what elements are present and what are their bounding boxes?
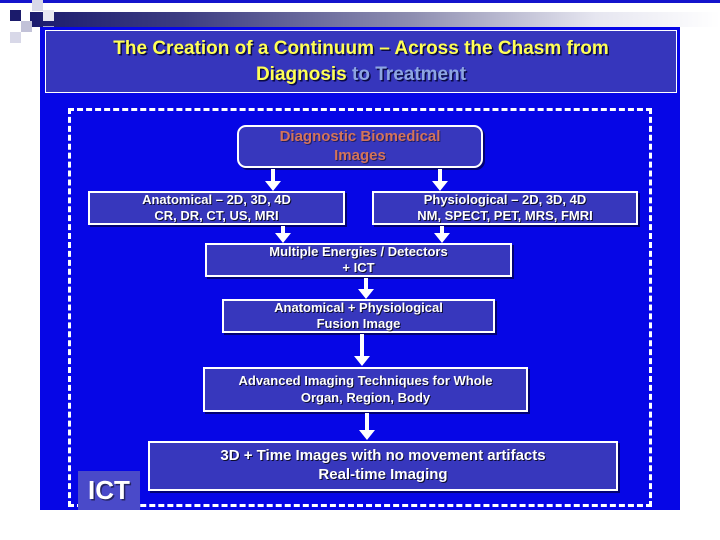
box-physiological-line1: Physiological – 2D, 3D, 4D <box>423 191 587 207</box>
box-diagnostic-images: Diagnostic Biomedical Images <box>237 125 483 168</box>
box-time-line2: Real-time Imaging <box>318 466 448 483</box>
top-accent-line <box>0 0 720 3</box>
title-line-1: The Creation of a Continuum – Across the… <box>113 38 609 60</box>
mosaic-square <box>21 21 32 32</box>
down-arrow <box>275 226 291 243</box>
down-arrow <box>359 413 375 440</box>
box-physiological: Physiological – 2D, 3D, 4D NM, SPECT, PE… <box>372 191 638 225</box>
mosaic-square <box>10 10 21 21</box>
box-multiple-line2: + ICT <box>342 260 375 275</box>
box-diagnostic-line1: Diagnostic Biomedical <box>279 127 441 145</box>
box-multiple-line1: Multiple Energies / Detectors <box>269 243 448 259</box>
box-physiological-line2: NM, SPECT, PET, MRS, FMRI <box>417 208 593 223</box>
box-fusion-line1: Anatomical + Physiological <box>274 299 443 315</box>
box-anatomical-line1: Anatomical – 2D, 3D, 4D <box>142 191 291 207</box>
box-fusion-image: Anatomical + Physiological Fusion Image <box>222 299 495 333</box>
down-arrow <box>432 169 448 191</box>
box-advanced-line1: Advanced Imaging Techniques for Whole <box>238 373 493 389</box>
box-advanced-line2: Organ, Region, Body <box>300 389 431 405</box>
mosaic-square <box>43 10 54 21</box>
box-anatomical: Anatomical – 2D, 3D, 4D CR, DR, CT, US, … <box>88 191 345 225</box>
mosaic-square <box>32 0 43 11</box>
title-accent-treatment: to Treatment <box>346 63 467 85</box>
dashed-frame <box>68 108 652 507</box>
box-diagnostic-line2: Images <box>334 146 386 164</box>
box-multiple-energies: Multiple Energies / Detectors + ICT <box>205 243 512 277</box>
down-arrow <box>358 278 374 299</box>
box-fusion-line2: Fusion Image <box>316 316 401 331</box>
title-line-2: Diagnosis to Treatment <box>46 62 676 87</box>
box-time-line1: 3D + Time Images with no movement artifa… <box>220 447 546 465</box>
title-accent-diagnosis: Diagnosis <box>255 63 347 85</box>
ict-label: ICT <box>78 471 140 510</box>
ict-label-text: ICT <box>88 475 130 505</box>
box-time-images: 3D + Time Images with no movement artifa… <box>148 441 618 491</box>
down-arrow <box>354 334 370 366</box>
box-advanced-imaging: Advanced Imaging Techniques for Whole Or… <box>203 367 528 412</box>
down-arrow <box>265 169 281 191</box>
mosaic-square <box>10 32 21 43</box>
gradient-bar <box>30 12 720 27</box>
box-anatomical-line2: CR, DR, CT, US, MRI <box>154 208 279 223</box>
down-arrow <box>434 226 450 243</box>
slide-title: The Creation of a Continuum – Across the… <box>45 30 677 93</box>
